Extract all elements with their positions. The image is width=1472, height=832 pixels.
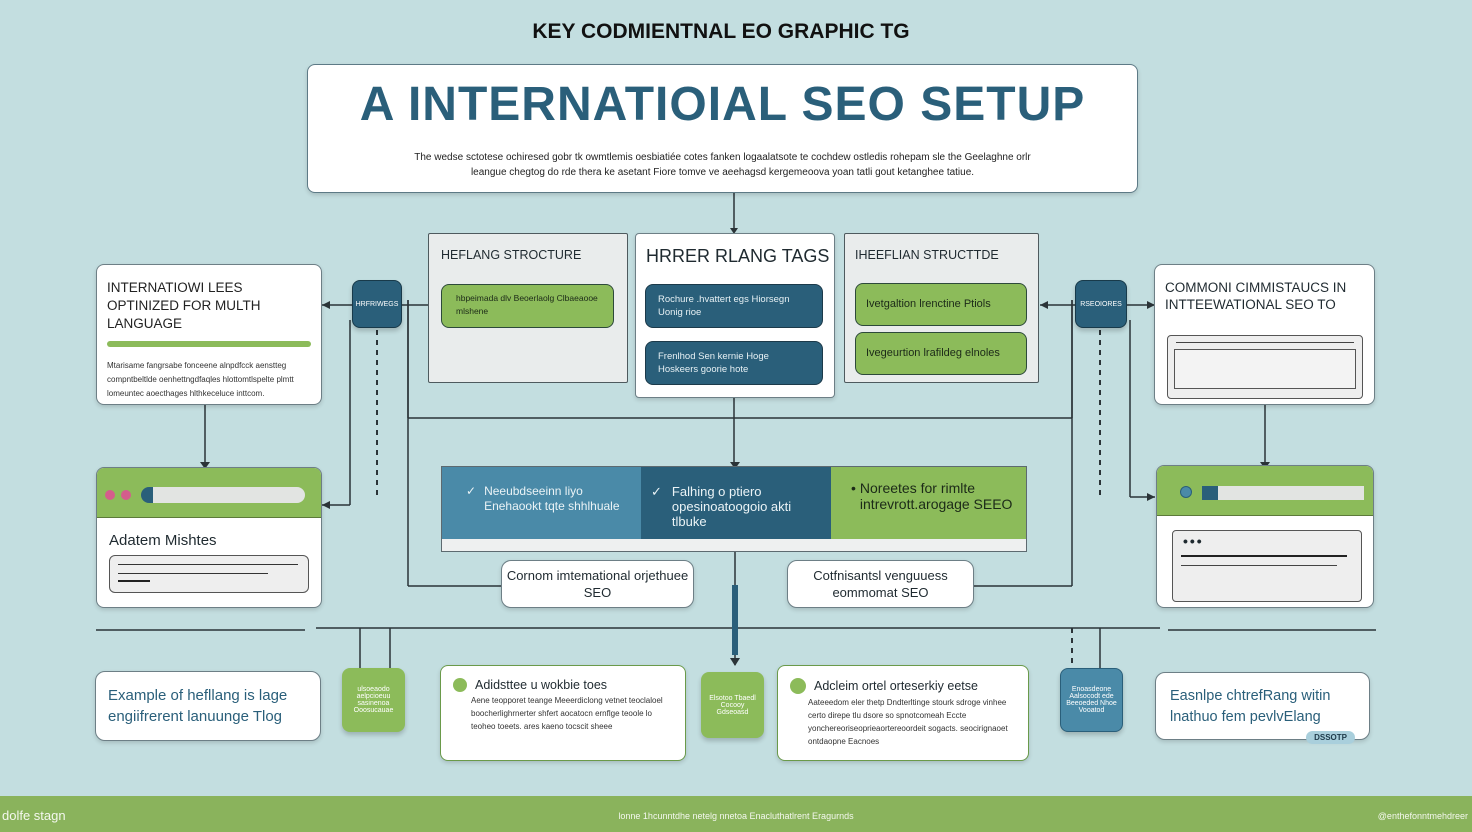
mid-label-left: Cornom imtemational orjethuee SEO [501, 560, 694, 608]
footer-bar: dolfe stagn lonne 1hcunntdhe netelg nnet… [0, 796, 1472, 832]
left-info-card: INTERNATIOWI LEES OPTINIZED FOR MULTH LA… [96, 264, 322, 405]
common-mistakes-card: COMMONI CIMMISTAUCS IN INTTEEWATIONAL SE… [1154, 264, 1375, 405]
bullet-icon: • [851, 480, 856, 496]
structure-pill-1: Ivetgaltion lrenctine Ptiols [855, 283, 1027, 326]
subtitle-line-1: The wedse sctotese ochiresed gobr tk owm… [414, 152, 1031, 163]
hreflang-structure-left: HEFLANG STROCTURE hbpeimada dlv Beoerlao… [428, 233, 628, 383]
subtitle-line-2: leangue chegtog do rde thera ke asetant … [470, 167, 975, 178]
green-dot-icon [453, 678, 467, 692]
band-item-3: •Noreetes for rimlte intrevrott.arogage … [831, 467, 1026, 539]
example-right-card: Easnlpe chtrefRang witin lnathuo fem pev… [1155, 672, 1370, 744]
hreflang-structure-right: IHEEFLIAN STRUCTTDE Ivetgaltion lrenctin… [844, 233, 1039, 383]
supertitle: KEY CODMIENTNAL EO GRAPHIC TG [532, 20, 910, 43]
right-card-title: COMMONI CIMMISTAUCS IN INTTEEWATIONAL SE… [1165, 280, 1347, 312]
mid-label-right: Cotfnisantsl venguuess eommomat SEO [787, 560, 974, 608]
footer-handle: @enthefonntmehdreer [1377, 811, 1468, 821]
structure-pill-2: Ivegeurtion lrafildeg elnoles [855, 332, 1027, 375]
example-right-badge: DSSOTP [1306, 731, 1355, 744]
input-mockup[interactable] [109, 555, 309, 593]
green-chip-1: ulsoeaodo aelpcioeuu sasinenoa Ooosucaua… [342, 668, 405, 732]
footer-brand: dolfe stagn [2, 808, 66, 823]
window-dot-icon [1180, 486, 1192, 498]
title-card: A INTERNATIOIAL SEO SETUP The wedse scto… [307, 64, 1138, 193]
band-item-text: Neeubdseeinn liyo Enehaookt tqte shhlhua… [484, 484, 620, 513]
check-icon: ✓ [651, 484, 662, 499]
green-chip-2: Elsotoo Tbaedl Cocooy Gdseoasd [701, 672, 764, 738]
page-title: A INTERNATIOIAL SEO SETUP [359, 78, 1086, 131]
band-item-1: ✓ Neeubdseeinn liyo Enehaookt tqte shhlhu… [442, 467, 641, 539]
blue-chip: Enoasdeone Aalsocodt ede Beeoeded Nhoe V… [1060, 668, 1123, 732]
green-dot-icon [790, 678, 806, 694]
address-bar[interactable] [1202, 486, 1364, 500]
left-browser-window: Adatem Mishtes [96, 467, 322, 608]
example-right-text: Easnlpe chtrefRang witin lnathuo fem pev… [1170, 688, 1331, 725]
tag-pill-1: Rochure .hvattert egs Hiorsegn Uonig rio… [645, 284, 823, 328]
left-card-body: Mtarisame fangrsabe fonceene alnpdfcck a… [107, 361, 294, 398]
address-bar[interactable] [141, 487, 305, 503]
panel-title: IHEEFLIAN STRUCTTDE [855, 248, 999, 262]
left-card-title: INTERNATIOWI LEES OPTINIZED FOR MULTH LA… [107, 280, 261, 331]
check-icon: ✓ [466, 484, 477, 498]
green-divider [107, 341, 311, 347]
hreflang-tags-panel: HRRER RLANG TAGS Rochure .hvattert egs H… [635, 233, 835, 398]
example-left-card: Example of hefllang is lage engiifrerent… [95, 671, 321, 741]
panel-title: HRRER RLANG TAGS [646, 246, 830, 266]
note-card-1: Adidsttee u wokbie toes Aene teopporet t… [440, 665, 686, 761]
structure-pill: hbpeimada dlv Beoerlaolg Clbaeaooe mlshe… [441, 284, 614, 328]
band-item-text: Falhing o ptiero opesinoatoogoio akti tl… [671, 484, 792, 529]
band-item-2: ✓ Falhing o ptiero opesinoatoogoio akti t… [641, 467, 831, 539]
note-card-2: Adcleim ortel orteserkiy eetse Aateeedom… [777, 665, 1029, 761]
right-browser-window: ••• [1156, 465, 1374, 608]
content-mockup: ••• [1172, 530, 1362, 602]
note-title: Adcleim ortel orteserkiy eetse [814, 679, 978, 693]
note-body: Aene teopporet teange Meeerdiclong vetne… [471, 696, 663, 731]
window-heading: Adatem Mishtes [109, 532, 217, 549]
band-item-text: Noreetes for rimlte intrevrott.arogage S… [859, 480, 1013, 512]
feature-band: ✓ Neeubdseeinn liyo Enehaookt tqte shhlhu… [441, 466, 1027, 552]
window-dot-icon [121, 490, 131, 500]
window-mockup [1167, 335, 1363, 399]
tag-pill-2: Frenlhod Sen kernie Hoge Hoskeers goorie… [645, 341, 823, 385]
window-dot-icon [105, 490, 115, 500]
note-title: Adidsttee u wokbie toes [475, 678, 608, 692]
left-chip: HRFRIWEGS [352, 280, 402, 328]
right-chip: RSEOIORES [1075, 280, 1127, 328]
footer-center-text: lonne 1hcunntdhe netelg nnetoa Enaclutha… [618, 811, 854, 821]
panel-title: HEFLANG STROCTURE [441, 248, 582, 262]
note-body: Aateeedom eler thetp Dndterltinge stourk… [808, 698, 1008, 746]
